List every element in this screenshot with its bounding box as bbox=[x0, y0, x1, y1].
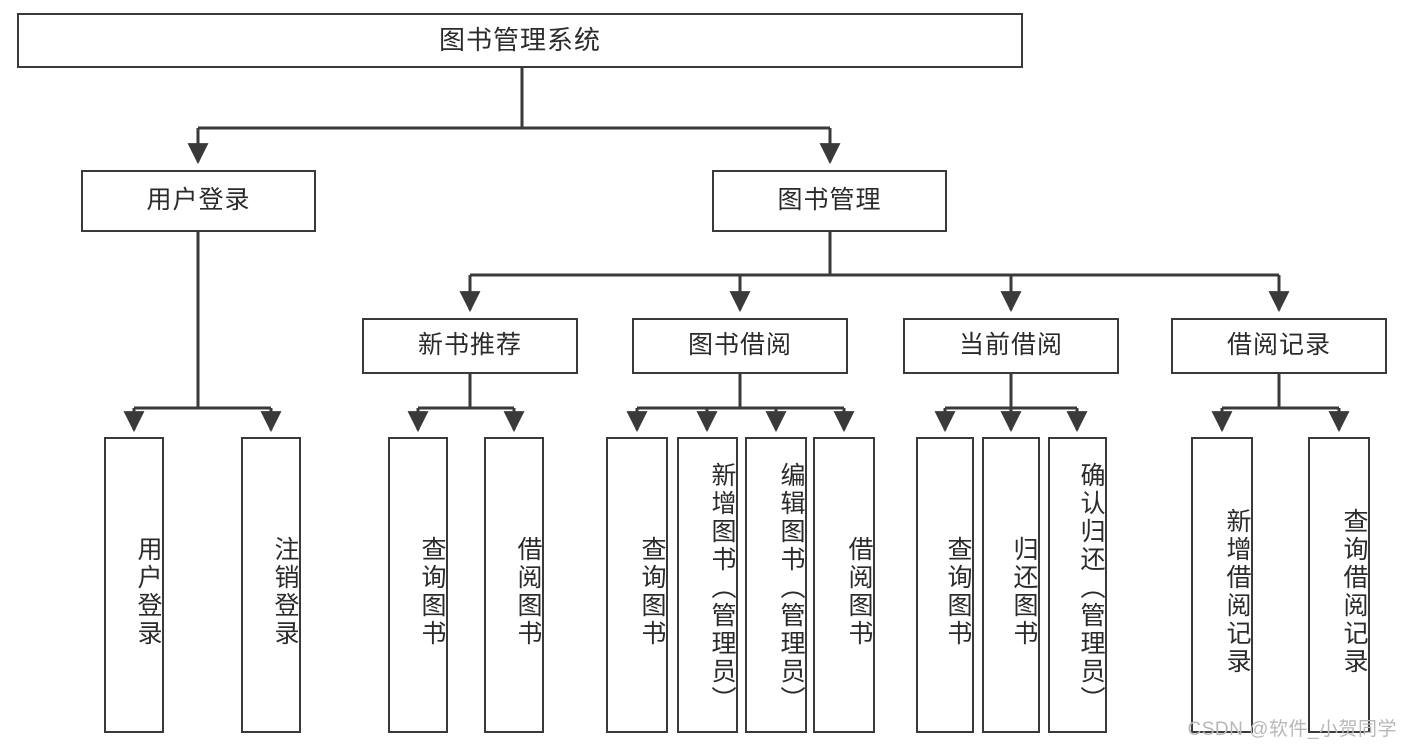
node-leaf-user-logout-label: 注销登录 bbox=[271, 536, 299, 648]
node-leaf-query-book-3-label: 查询图书 bbox=[944, 536, 972, 648]
node-leaf-return-book[interactable]: 归还图书 bbox=[982, 437, 1040, 733]
node-current-borrow[interactable]: 当前借阅 bbox=[903, 318, 1119, 374]
node-leaf-add-book-label: 新增图书（管理员） bbox=[708, 462, 736, 714]
node-leaf-user-login-label: 用户登录 bbox=[134, 536, 162, 648]
node-leaf-query-book-3[interactable]: 查询图书 bbox=[916, 437, 974, 733]
node-leaf-query-record[interactable]: 查询借阅记录 bbox=[1308, 437, 1370, 733]
node-leaf-add-record[interactable]: 新增借阅记录 bbox=[1191, 437, 1253, 733]
node-new-book-rec-label: 新书推荐 bbox=[417, 331, 522, 360]
node-leaf-edit-book[interactable]: 编辑图书（管理员） bbox=[745, 437, 807, 733]
node-leaf-query-book-2-label: 查询图书 bbox=[638, 536, 666, 648]
node-book-borrow[interactable]: 图书借阅 bbox=[632, 318, 848, 374]
node-leaf-borrow-book-1-label: 借阅图书 bbox=[514, 536, 542, 648]
node-leaf-borrow-book-2-label: 借阅图书 bbox=[845, 536, 873, 648]
node-leaf-user-login[interactable]: 用户登录 bbox=[104, 437, 164, 733]
node-user-login[interactable]: 用户登录 bbox=[81, 170, 316, 232]
node-leaf-return-book-label: 归还图书 bbox=[1010, 536, 1038, 648]
node-borrow-record-label: 借阅记录 bbox=[1226, 331, 1331, 360]
node-borrow-record[interactable]: 借阅记录 bbox=[1171, 318, 1387, 374]
node-book-manage-label: 图书管理 bbox=[777, 186, 882, 215]
node-current-borrow-label: 当前借阅 bbox=[958, 331, 1063, 360]
node-leaf-borrow-book-1[interactable]: 借阅图书 bbox=[484, 437, 544, 733]
node-leaf-add-book[interactable]: 新增图书（管理员） bbox=[677, 437, 738, 733]
node-leaf-user-logout[interactable]: 注销登录 bbox=[241, 437, 301, 733]
node-leaf-query-record-label: 查询借阅记录 bbox=[1340, 508, 1368, 676]
node-leaf-edit-book-label: 编辑图书（管理员） bbox=[777, 462, 805, 714]
node-leaf-confirm-return[interactable]: 确认归还（管理员） bbox=[1048, 437, 1107, 733]
node-leaf-query-book-2[interactable]: 查询图书 bbox=[606, 437, 668, 733]
node-leaf-confirm-return-label: 确认归还（管理员） bbox=[1077, 462, 1105, 714]
node-new-book-rec[interactable]: 新书推荐 bbox=[362, 318, 578, 374]
node-root[interactable]: 图书管理系统 bbox=[17, 13, 1023, 68]
node-root-label: 图书管理系统 bbox=[438, 25, 601, 56]
node-leaf-query-book-1[interactable]: 查询图书 bbox=[388, 437, 448, 733]
node-leaf-borrow-book-2[interactable]: 借阅图书 bbox=[813, 437, 875, 733]
watermark: CSDN @软件_小贺同学 bbox=[1187, 719, 1397, 740]
node-book-manage[interactable]: 图书管理 bbox=[712, 170, 947, 232]
node-leaf-query-book-1-label: 查询图书 bbox=[418, 536, 446, 648]
node-user-login-label: 用户登录 bbox=[146, 186, 251, 215]
node-book-borrow-label: 图书借阅 bbox=[687, 331, 792, 360]
node-leaf-add-record-label: 新增借阅记录 bbox=[1223, 508, 1251, 676]
